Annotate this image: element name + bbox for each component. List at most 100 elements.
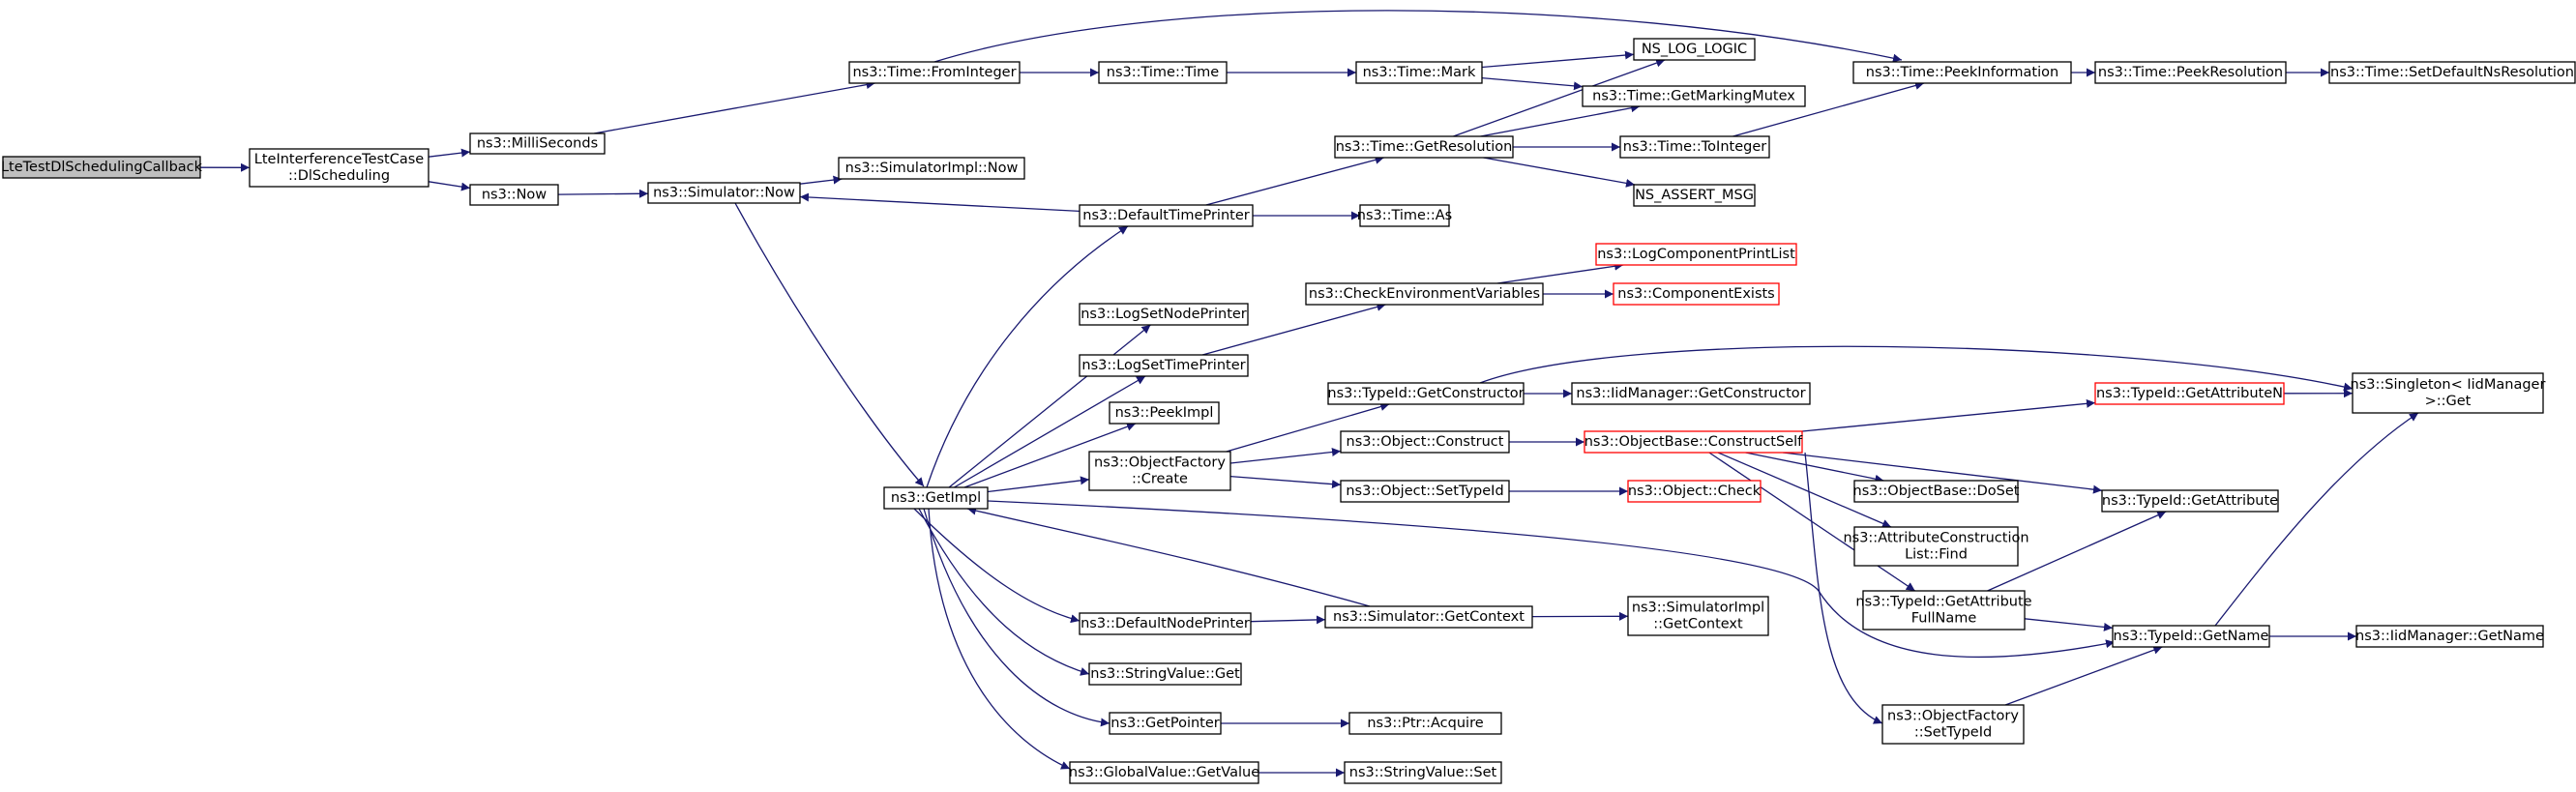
graph-node-fromint[interactable]: ns3::Time::FromInteger <box>848 61 1021 84</box>
graph-node-getimpl[interactable]: ns3::GetImpl <box>883 486 989 510</box>
node-box <box>1627 596 1769 636</box>
graph-node-objconstruct[interactable]: ns3::Object::Construct <box>1340 430 1510 454</box>
graph-node-getres[interactable]: ns3::Time::GetResolution <box>1334 135 1514 159</box>
call-edge <box>1479 345 2354 392</box>
graph-node-setdefres[interactable]: ns3::Time::SetDefaultNsResolution <box>2328 61 2576 84</box>
call-edge <box>987 500 2116 659</box>
node-label: LteTestDlSchedulingCallback <box>1 160 203 175</box>
node-box <box>1334 135 1514 159</box>
call-edge <box>1717 452 1892 528</box>
graph-node-iidgetctor[interactable]: ns3::IidManager::GetConstructor <box>1571 382 1811 405</box>
graph-node-mutex[interactable]: ns3::Time::GetMarkingMutex <box>1582 85 1806 107</box>
call-edge <box>2024 618 2114 631</box>
graph-node-lstp[interactable]: ns3::LogSetTimePrinter <box>1079 354 1249 377</box>
graph-node-mark[interactable]: ns3::Time::Mark <box>1355 61 1483 84</box>
graph-node-time[interactable]: ns3::Time::Time <box>1098 61 1228 84</box>
call-edge <box>923 508 1110 727</box>
node-label: ::DlScheduling <box>288 168 390 184</box>
graph-node-getattr[interactable]: ns3::TypeId::GetAttribute <box>2101 489 2279 513</box>
graph-node-ptracquire[interactable]: ns3::Ptr::Acquire <box>1348 712 1502 735</box>
call-edge <box>1481 76 1584 91</box>
graph-node-implnow[interactable]: ns3::SimulatorImpl::Now <box>838 157 1025 180</box>
node-label: ns3::LogComponentPrintList <box>1597 247 1795 262</box>
graph-node-tidgetname[interactable]: ns3::TypeId::GetName <box>2112 625 2270 648</box>
graph-node-deftp[interactable]: ns3::DefaultTimePrinter <box>1079 204 1254 227</box>
node-box <box>1098 61 1228 84</box>
graph-node-as[interactable]: ns3::Time::As <box>1357 204 1452 227</box>
node-label: ns3::SimulatorImpl::Now <box>845 161 1019 176</box>
node-label: ns3::GetPointer <box>1110 716 1220 731</box>
node-label: ns3::CheckEnvironmentVariables <box>1309 286 1540 302</box>
graph-node-assert[interactable]: NS_ASSERT_MSG <box>1633 184 1756 207</box>
graph-node-tidgetctor[interactable]: ns3::TypeId::GetConstructor <box>1327 382 1525 405</box>
call-edge <box>926 225 1129 488</box>
node-label: ns3::DefaultTimePrinter <box>1082 208 1249 223</box>
graph-node-cb[interactable]: LteTestDlSchedulingCallback <box>1 156 203 179</box>
graph-node-dls[interactable]: LteInterferenceTestCase::DlScheduling <box>249 148 429 188</box>
graph-node-getpointer[interactable]: ns3::GetPointer <box>1109 712 1222 735</box>
graph-node-ofcreate[interactable]: ns3::ObjectFactory::Create <box>1088 451 1231 491</box>
graph-node-iidgetname[interactable]: ns3::IidManager::GetName <box>2355 625 2544 648</box>
call-edge <box>1496 261 1624 284</box>
call-edge <box>428 148 471 158</box>
node-label: ns3::StringValue::Get <box>1090 666 1240 682</box>
node-box <box>1619 135 1770 159</box>
node-label: ns3::ObjectFactory <box>1887 709 2019 724</box>
graph-node-constructself[interactable]: ns3::ObjectBase::ConstructSelf <box>1584 430 1803 454</box>
node-box <box>249 148 429 188</box>
call-edge <box>918 508 1090 676</box>
node-label: NS_ASSERT_MSG <box>1635 188 1754 203</box>
graph-node-lsnp[interactable]: ns3::LogSetNodePrinter <box>1079 303 1249 326</box>
graph-node-defnp[interactable]: ns3::DefaultNodePrinter <box>1079 612 1252 635</box>
graph-node-logprint[interactable]: ns3::LogComponentPrintList <box>1595 243 1797 266</box>
node-label: >::Get <box>2425 394 2472 409</box>
graph-node-peekimpl[interactable]: ns3::PeekImpl <box>1109 401 1220 425</box>
graph-node-strget[interactable]: ns3::StringValue::Get <box>1088 662 1242 686</box>
node-label: ns3::ObjectFactory <box>1094 455 1226 471</box>
graph-node-objcheck[interactable]: ns3::Object::Check <box>1627 480 1762 503</box>
graph-node-checkenv[interactable]: ns3::CheckEnvironmentVariables <box>1305 282 1544 306</box>
graph-node-strset[interactable]: ns3::StringValue::Set <box>1344 761 1502 784</box>
graph-node-ofsettid[interactable]: ns3::ObjectFactory::SetTypeId <box>1881 704 2025 745</box>
node-label: ns3::TypeId::GetConstructor <box>1327 386 1524 401</box>
call-edge <box>1732 81 1925 137</box>
graph-node-peekinfo[interactable]: ns3::Time::PeekInformation <box>1852 61 2072 84</box>
graph-node-simnow[interactable]: ns3::Simulator::Now <box>647 182 801 204</box>
call-edge <box>913 508 1081 624</box>
call-edge <box>1480 103 1641 137</box>
call-edge <box>987 476 1090 493</box>
graph-node-simgetctx[interactable]: ns3::Simulator::GetContext <box>1324 605 1533 629</box>
call-edge <box>966 506 1371 607</box>
graph-node-implgetctx[interactable]: ns3::SimulatorImpl::GetContext <box>1627 596 1769 636</box>
node-box <box>469 184 559 206</box>
call-edge <box>1783 452 2103 494</box>
graph-node-objsettid[interactable]: ns3::Object::SetTypeId <box>1340 480 1510 503</box>
graph-node-now[interactable]: ns3::Now <box>469 184 559 206</box>
node-label: List::Find <box>1905 547 1968 563</box>
node-label: ns3::LogSetTimePrinter <box>1081 358 1245 373</box>
graph-node-singleton[interactable]: ns3::Singleton< IidManager>::Get <box>2351 372 2546 414</box>
graph-node-loglogic[interactable]: NS_LOG_LOGIC <box>1633 38 1756 61</box>
node-box <box>1069 761 1259 784</box>
call-edge <box>1483 157 1636 188</box>
graph-node-doset[interactable]: ns3::ObjectBase::DoSet <box>1853 480 2020 503</box>
node-label: FullName <box>1911 611 1977 627</box>
call-edge <box>2214 412 2419 627</box>
node-box <box>1582 85 1806 107</box>
graph-node-milli[interactable]: ns3::MilliSeconds <box>469 132 606 155</box>
call-edge <box>593 80 875 134</box>
graph-node-getattrn[interactable]: ns3::TypeId::GetAttributeN <box>2094 382 2285 405</box>
graph-node-gvgetvalue[interactable]: ns3::GlobalValue::GetValue <box>1069 761 1259 784</box>
call-edge <box>948 324 1151 488</box>
graph-node-compexists[interactable]: ns3::ComponentExists <box>1613 282 1780 306</box>
node-box <box>1109 401 1220 425</box>
graph-node-toint[interactable]: ns3::Time::ToInteger <box>1619 135 1770 159</box>
node-box <box>2112 625 2270 648</box>
node-box <box>1613 282 1780 306</box>
graph-node-peekres[interactable]: ns3::Time::PeekResolution <box>2094 61 2287 84</box>
node-label: ns3::Time::GetMarkingMutex <box>1592 89 1795 104</box>
call-edge <box>1801 398 2096 432</box>
